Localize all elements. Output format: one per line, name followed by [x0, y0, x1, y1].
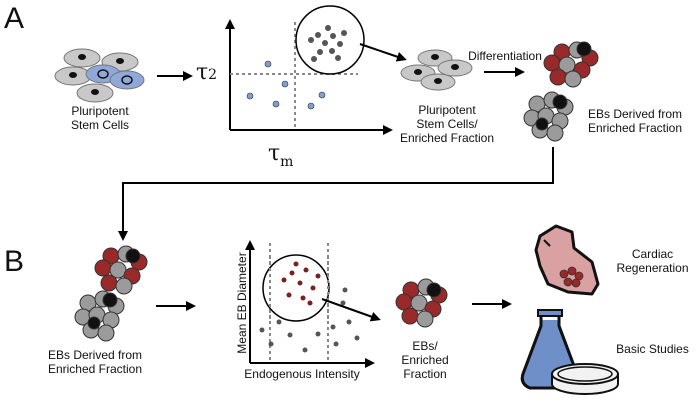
panel-label-b: B	[4, 245, 25, 278]
label-ebs-enriched-fraction: EBs/ Enriched Fraction	[401, 339, 449, 381]
label-ebs-derived-b: EBs Derived from Enriched Fraction	[47, 348, 143, 376]
axis-label-tau2: τ2	[196, 60, 217, 85]
tau2-subscript: 2	[208, 67, 218, 83]
label-pluripotent-stem-cells: Pluripotent Stem Cells	[70, 104, 129, 132]
label-basic-studies: Basic Studies	[616, 342, 689, 356]
taum-symbol: τ	[268, 141, 281, 166]
embryoid-body-icon	[523, 91, 574, 142]
embryoid-body-icon	[94, 245, 148, 295]
arrow-icon	[118, 147, 554, 241]
scatter-plot-b	[245, 240, 381, 368]
embryoid-body-icon	[395, 278, 448, 328]
stem-cell-cluster-icon	[54, 48, 145, 103]
petri-dish-icon	[551, 363, 619, 395]
x-axis-label-b: Endogenous Intensity	[244, 367, 360, 381]
label-enriched-fraction-cells: Pluripotent Stem Cells/ Enriched Fractio…	[399, 103, 495, 145]
magnifier-circle-icon	[295, 5, 365, 75]
axis-label-taum: τm	[268, 141, 293, 170]
scatter-plot-a	[225, 5, 407, 135]
label-ebs-derived-a: EBs Derived from Enriched Fraction	[587, 107, 683, 135]
enriched-cells-icon	[400, 49, 473, 91]
y-axis-label-b: Mean EB Diameter	[235, 252, 249, 354]
embryoid-body-icon	[543, 41, 599, 88]
panel-label-a: A	[4, 2, 25, 35]
label-cardiac-regeneration: Cardiac Regeneration	[616, 247, 689, 275]
embryoid-body-icon	[74, 290, 125, 342]
label-differentiation: Differentiation	[468, 49, 542, 63]
taum-subscript: m	[280, 154, 294, 170]
tau2-symbol: τ	[196, 60, 209, 85]
heart-tissue-icon	[534, 224, 600, 296]
